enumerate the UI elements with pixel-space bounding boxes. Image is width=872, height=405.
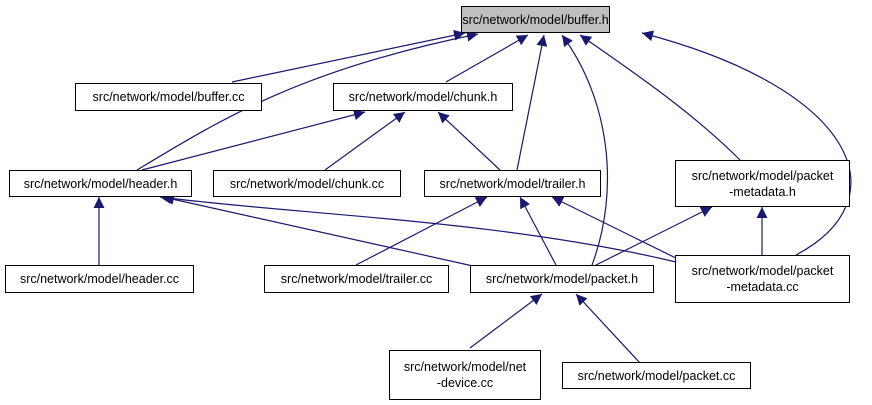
edge-packet-metadata-cc-to-header-h <box>159 192 677 263</box>
edge-buffer-cc-to-buffer-h <box>231 29 466 83</box>
node-chunk-cc[interactable]: src/network/model/chunk.cc <box>213 170 401 197</box>
node-packet-cc[interactable]: src/network/model/packet.cc <box>562 362 751 389</box>
edge-packet-h-to-packet-metadata-h <box>595 206 713 266</box>
node-chunk-h[interactable]: src/network/model/chunk.h <box>333 83 513 111</box>
edge-packet-metadata-h-to-buffer-h <box>579 34 741 161</box>
edge-packet-h-to-header-h <box>162 194 483 269</box>
node-buffer-h[interactable]: src/network/model/buffer.h <box>461 6 610 33</box>
edge-trailer-h-to-buffer-h <box>516 34 548 171</box>
node-header-cc[interactable]: src/network/model/header.cc <box>5 265 194 293</box>
edge-packet-metadata-cc-to-trailer-h <box>551 196 691 266</box>
edge-trailer-h-to-chunk-h <box>437 111 501 171</box>
edge-net-device-cc-to-packet-h <box>469 293 543 349</box>
node-net-device-cc[interactable]: src/network/model/net -device.cc <box>389 350 541 400</box>
node-buffer-cc[interactable]: src/network/model/buffer.cc <box>75 83 262 111</box>
edge-packet-h-to-buffer-h <box>561 34 609 266</box>
node-trailer-h[interactable]: src/network/model/trailer.h <box>424 170 601 197</box>
edge-trailer-cc-to-trailer-h <box>355 196 488 266</box>
edge-packet-metadata-cc-to-buffer-h <box>641 30 852 256</box>
node-packet-metadata-h[interactable]: src/network/model/packet -metadata.h <box>675 160 850 207</box>
edge-header-h-to-chunk-h <box>141 109 366 171</box>
edge-header-h-to-buffer-h <box>136 30 479 171</box>
node-packet-metadata-cc[interactable]: src/network/model/packet -metadata.cc <box>675 255 850 303</box>
edge-packet-cc-to-packet-h <box>575 293 641 364</box>
edge-chunk-cc-to-chunk-h <box>324 111 406 171</box>
edge-packet-h-to-trailer-h <box>519 196 557 266</box>
node-trailer-cc[interactable]: src/network/model/trailer.cc <box>264 265 449 293</box>
node-packet-h[interactable]: src/network/model/packet.h <box>470 265 654 293</box>
edge-chunk-h-to-buffer-h <box>445 34 529 83</box>
node-header-h[interactable]: src/network/model/header.h <box>9 170 192 197</box>
